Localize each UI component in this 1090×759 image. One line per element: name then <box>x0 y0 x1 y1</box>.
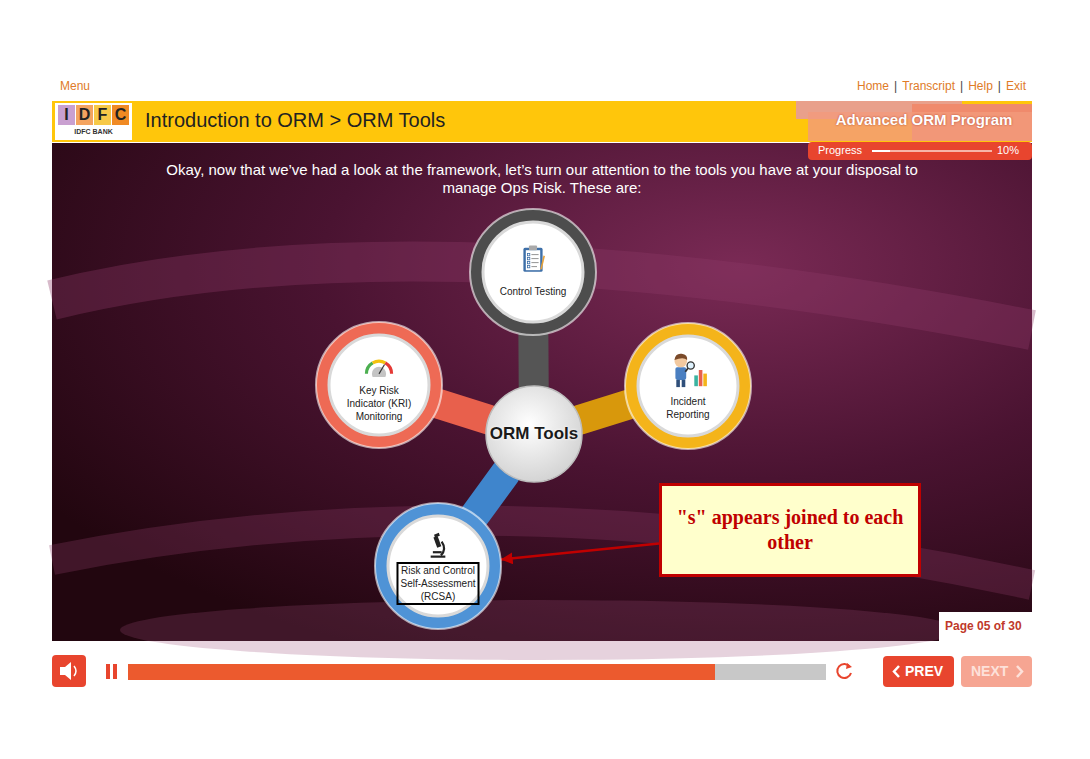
hub-arm <box>580 405 628 420</box>
outer-ring <box>316 322 442 448</box>
tool-name: Control Testing <box>495 285 571 298</box>
progress-label: Progress <box>818 144 862 156</box>
tool-icon <box>431 533 446 558</box>
header-bar <box>52 101 1032 142</box>
volume-button <box>52 655 86 687</box>
next-label: NEXT <box>971 663 1008 679</box>
inner-disc <box>388 516 488 616</box>
instruction-text: Okay, now that we’ve had a look at the f… <box>148 161 936 197</box>
stage-ground <box>52 143 1032 641</box>
logo-letter: D <box>76 105 93 125</box>
tool-name: Incident Reporting <box>648 395 728 421</box>
callout-text: "s" appears joined to each other <box>674 505 906 555</box>
prev-chevron <box>894 666 899 677</box>
tool-circle: Key Risk Indicator (KRI) Monitoring <box>314 320 444 450</box>
hub-title: ORM Tools <box>490 424 578 444</box>
separator: | <box>894 79 897 93</box>
tool-name: Risk and Control Self-Assessment (RCSA) <box>395 564 481 603</box>
menu-link: Menu <box>60 79 90 93</box>
nav-link: Transcript <box>902 79 955 93</box>
hub-disc <box>486 386 582 482</box>
separator: | <box>960 79 963 93</box>
speaker-icon <box>60 662 71 680</box>
logo-letter: C <box>112 105 129 125</box>
progress-fill <box>872 150 890 152</box>
logo-letter: I <box>58 105 75 125</box>
node-outline <box>623 321 753 451</box>
nav-link: Exit <box>1006 79 1026 93</box>
pause-bar <box>113 664 117 679</box>
program-name: Advanced ORM Program <box>818 111 1030 128</box>
hub-circle: ORM Tools <box>484 384 584 484</box>
outer-ring <box>375 503 501 629</box>
callout-box: "s" appears joined to each other <box>659 483 921 577</box>
hub-arm <box>518 335 548 386</box>
prev-label: PREV <box>905 663 943 679</box>
page-counter: Page 05 of 30 <box>945 619 1022 633</box>
nav-link: Help <box>968 79 993 93</box>
logo-panel <box>55 103 132 140</box>
tool-icon <box>366 361 391 381</box>
progress-panel <box>808 142 1032 160</box>
header-accent <box>808 112 1032 141</box>
next-button <box>961 656 1032 687</box>
tool-circle: Control Testing <box>468 207 598 337</box>
next-chevron <box>1017 666 1022 677</box>
nav-link: Home <box>857 79 889 93</box>
prev-button <box>883 656 954 687</box>
seek-track <box>128 664 826 680</box>
callout-arrow <box>501 543 659 559</box>
tool-circle: Risk and Control Self-Assessment (RCSA) <box>373 501 503 631</box>
tool-icon <box>523 245 544 271</box>
speaker-wave <box>74 666 76 676</box>
pause-bar <box>106 664 110 679</box>
hub-arm <box>475 473 506 515</box>
page-counter-box <box>939 612 1032 641</box>
outer-ring <box>470 209 596 335</box>
logo-letter: F <box>94 105 111 125</box>
inner-disc <box>329 335 429 435</box>
tool-name: Key Risk Indicator (KRI) Monitoring <box>339 384 419 423</box>
stage-floor <box>120 600 960 660</box>
replay-arrowhead <box>846 663 852 669</box>
seek-fill <box>128 664 715 680</box>
tool-icon <box>675 354 707 387</box>
progress-track <box>872 150 992 152</box>
separator: | <box>998 79 1001 93</box>
hub-arm <box>439 404 488 420</box>
inner-disc <box>638 336 738 436</box>
outer-ring <box>625 323 751 449</box>
tool-circle: Incident Reporting <box>623 321 753 451</box>
inner-disc <box>483 222 583 322</box>
page-title: Introduction to ORM > ORM Tools <box>145 109 445 132</box>
progress-percent: 10% <box>997 144 1019 156</box>
node-outline <box>468 207 598 337</box>
logo-caption: IDFC BANK <box>58 128 129 135</box>
